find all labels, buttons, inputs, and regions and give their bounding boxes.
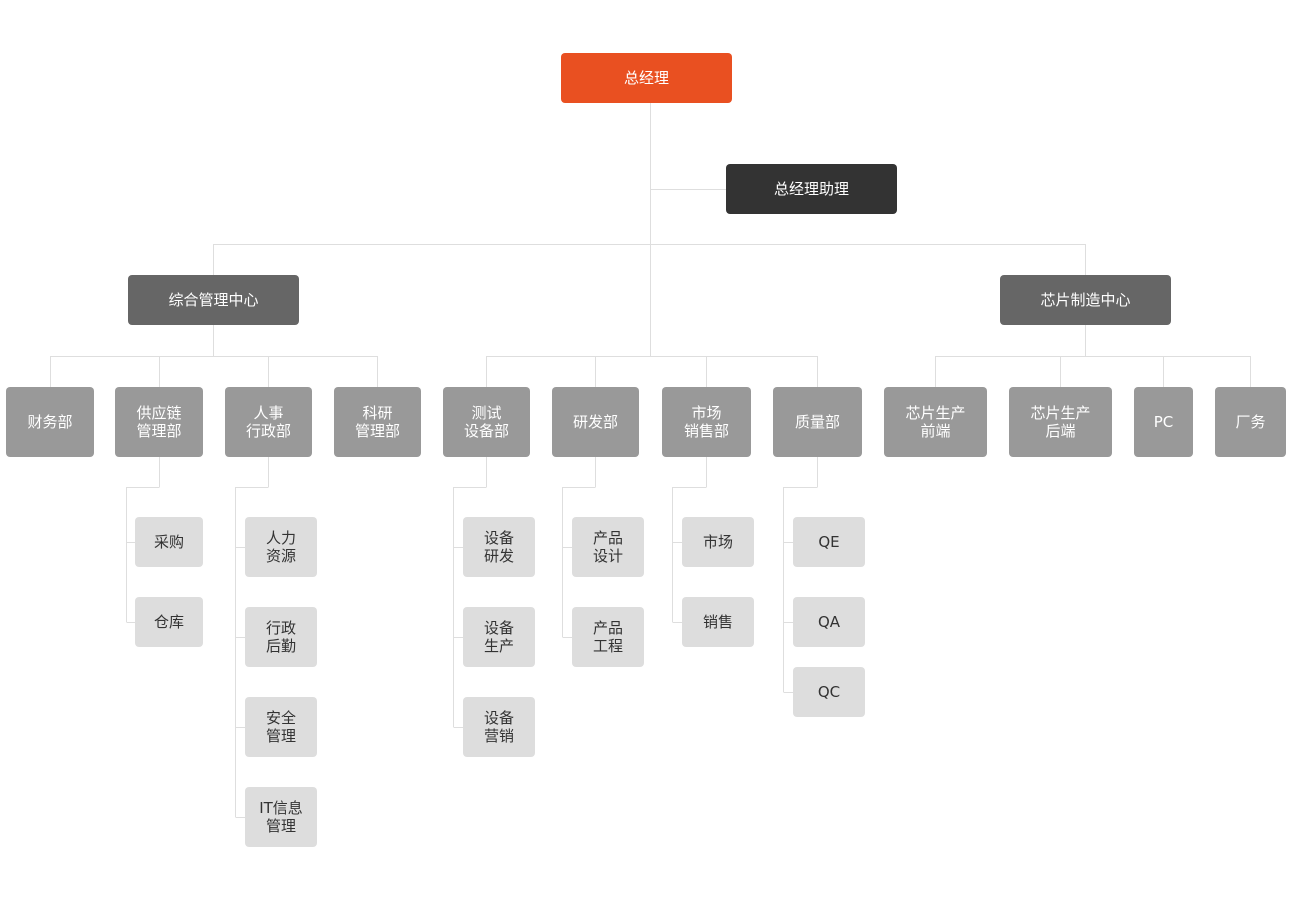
node-dept-chip-frontend: 芯片生产 前端: [884, 387, 987, 457]
node-label: 设备 研发: [483, 529, 514, 565]
node-dept-pc: PC: [1134, 387, 1193, 457]
node-label: 总经理助理: [773, 180, 849, 198]
node-sub-qc: QC: [793, 667, 865, 717]
node-center-chip-manufacturing: 芯片制造中心: [1000, 275, 1171, 325]
node-dept-marketing-sales: 市场 销售部: [662, 387, 751, 457]
node-sub-admin-logistics: 行政 后勤: [245, 607, 317, 667]
node-dept-quality: 质量部: [773, 387, 862, 457]
node-sub-product-engineering: 产品 工程: [572, 607, 644, 667]
node-center-general-management: 综合管理中心: [128, 275, 299, 325]
node-label: IT信息 管理: [259, 799, 303, 835]
node-label: 产品 设计: [592, 529, 623, 565]
node-gm-assistant: 总经理助理: [726, 164, 897, 214]
node-sub-qe: QE: [793, 517, 865, 567]
node-dept-research-management: 科研 管理部: [334, 387, 421, 457]
node-dept-facilities: 厂务: [1215, 387, 1286, 457]
node-label: 科研 管理部: [354, 404, 400, 440]
node-label: 设备 营销: [483, 709, 514, 745]
node-dept-chip-backend: 芯片生产 后端: [1009, 387, 1112, 457]
node-label: 市场 销售部: [683, 404, 729, 440]
node-label: QA: [817, 613, 841, 631]
node-label: 研发部: [572, 413, 618, 431]
node-sub-market: 市场: [682, 517, 754, 567]
node-label: 质量部: [794, 413, 840, 431]
node-sub-equipment-marketing: 设备 营销: [463, 697, 535, 757]
node-label: 财务部: [27, 413, 73, 431]
node-label: 产品 工程: [592, 619, 623, 655]
node-dept-finance: 财务部: [6, 387, 94, 457]
node-label: 仓库: [153, 613, 184, 631]
node-label: 销售: [702, 613, 733, 631]
node-sub-product-design: 产品 设计: [572, 517, 644, 577]
node-label: 厂务: [1235, 413, 1266, 431]
node-label: QE: [818, 533, 840, 551]
node-label: 芯片生产 后端: [1030, 404, 1091, 440]
node-label: 行政 后勤: [265, 619, 296, 655]
node-label: 芯片生产 前端: [905, 404, 966, 440]
node-label: 人力 资源: [265, 529, 296, 565]
node-sub-warehouse: 仓库: [135, 597, 203, 647]
node-sub-sales: 销售: [682, 597, 754, 647]
node-label: 芯片制造中心: [1040, 291, 1131, 309]
node-label: 总经理: [623, 69, 669, 87]
node-general-manager: 总经理: [561, 53, 732, 103]
node-label: 测试 设备部: [463, 404, 509, 440]
node-label: 安全 管理: [265, 709, 296, 745]
node-dept-rnd: 研发部: [552, 387, 639, 457]
node-sub-procurement: 采购: [135, 517, 203, 567]
node-label: 设备 生产: [483, 619, 514, 655]
node-sub-equipment-production: 设备 生产: [463, 607, 535, 667]
node-sub-safety-management: 安全 管理: [245, 697, 317, 757]
node-label: PC: [1153, 413, 1174, 431]
node-sub-human-resources: 人力 资源: [245, 517, 317, 577]
node-dept-hr-admin: 人事 行政部: [225, 387, 312, 457]
node-label: 供应链 管理部: [136, 404, 182, 440]
node-dept-supply-chain: 供应链 管理部: [115, 387, 203, 457]
node-sub-qa: QA: [793, 597, 865, 647]
node-label: 人事 行政部: [245, 404, 291, 440]
node-label: 综合管理中心: [168, 291, 259, 309]
node-sub-equipment-rnd: 设备 研发: [463, 517, 535, 577]
node-sub-it-management: IT信息 管理: [245, 787, 317, 847]
node-label: 采购: [153, 533, 184, 551]
node-dept-test-equipment: 测试 设备部: [443, 387, 530, 457]
node-label: 市场: [702, 533, 733, 551]
node-label: QC: [817, 683, 841, 701]
